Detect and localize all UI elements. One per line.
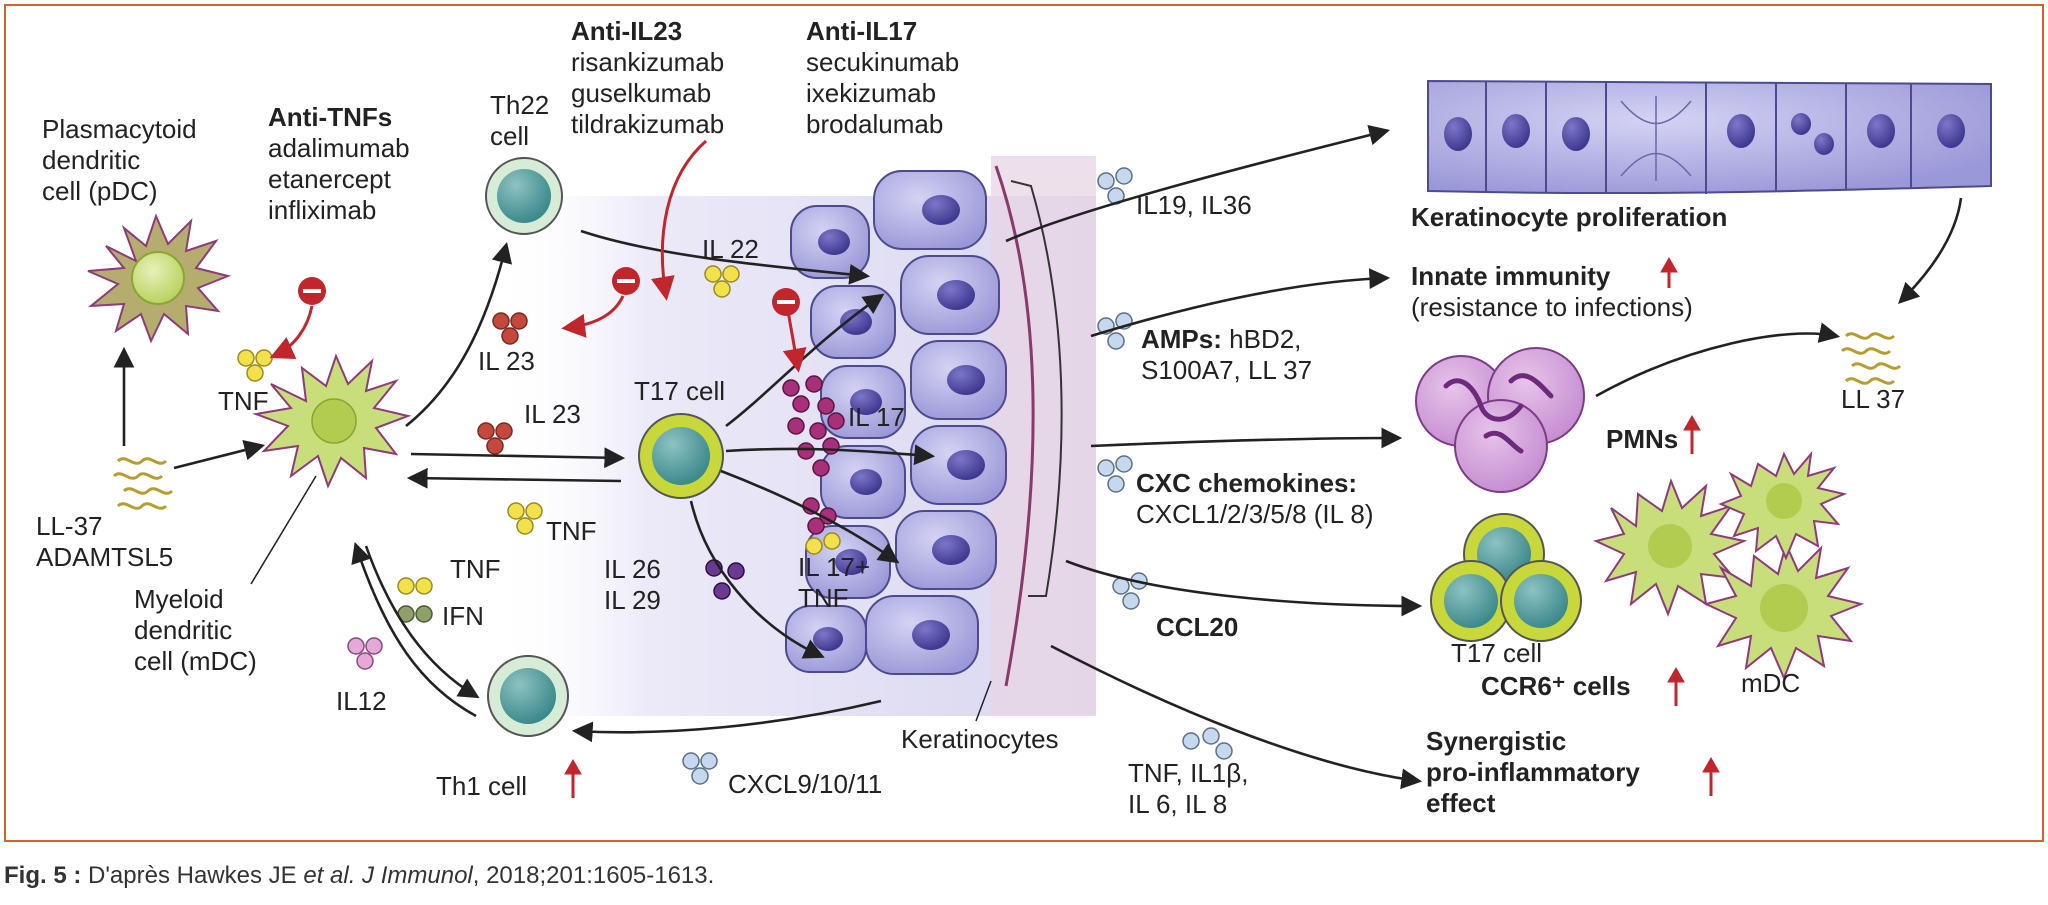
keratinocyte-leader-line xyxy=(975,680,992,722)
th22-cell xyxy=(485,157,563,235)
amps-label: AMPs: hBD2, S100A7, LL 37 xyxy=(1141,324,1313,385)
il12-label: IL12 xyxy=(336,686,387,716)
keratinocyte-proliferation-label: Keratinocyte proliferation xyxy=(1411,202,1728,232)
inhibition-arrows xyxy=(269,139,807,373)
tnf-il-label: TNF, IL1β,IL 6, IL 8 xyxy=(1128,758,1249,819)
t17-cell xyxy=(638,413,724,499)
cxc-chemokines-label: CXC chemokines: CXCL1/2/3/5/8 (IL 8) xyxy=(1136,468,1374,529)
cxcl9-label: CXCL9/10/11 xyxy=(728,769,883,799)
ll37-peptide-icon xyxy=(1840,332,1902,385)
tnf-label: TNF xyxy=(546,516,597,546)
il17-label: IL 17 xyxy=(848,402,905,432)
t17-cell-label: T17 cell xyxy=(634,376,726,406)
th1-cell-label: Th1 cell xyxy=(436,771,528,801)
anti-il23-group: Anti-IL23 risankizumab guselkumab tildra… xyxy=(571,16,725,139)
keratinocyte-sheet xyxy=(1427,79,1992,195)
mdc-leader-line xyxy=(250,475,317,585)
pathway-diagram xyxy=(87,79,1992,798)
il22-label: IL 22 xyxy=(702,234,759,264)
epidermis-surface-region xyxy=(991,156,1096,716)
tnf-label: TNF xyxy=(218,386,269,416)
keratinocyte xyxy=(900,255,1000,335)
ll37-label: LL 37 xyxy=(1841,384,1906,414)
mdc-right-label: mDC xyxy=(1741,668,1801,698)
il17-tnf-label: IL 17+TNF xyxy=(798,552,871,613)
keratinocyte xyxy=(873,170,987,250)
pmn-cells xyxy=(1415,347,1585,493)
t17-cell-right-label: T17 cell xyxy=(1451,638,1543,668)
keratinocyte xyxy=(910,425,1007,505)
pathway-arrows xyxy=(113,124,1963,790)
increase-arrow-icon xyxy=(564,256,1720,798)
il12-dots xyxy=(347,637,383,670)
inhibit-symbol-icon xyxy=(298,277,326,305)
pmns-label: PMNs xyxy=(1606,424,1679,454)
il19-il36-label: IL19, IL36 xyxy=(1136,190,1252,220)
anti-il17-group: Anti-IL17 secukinumab ixekizumab brodalu… xyxy=(806,16,960,139)
keratinocyte xyxy=(865,595,979,675)
keratinocyte xyxy=(810,285,896,359)
mediator-dots xyxy=(682,167,1233,785)
ifn-dots xyxy=(397,605,433,623)
il23-label: IL 23 xyxy=(478,346,535,376)
ccl20-label: CCL20 xyxy=(1156,612,1239,642)
epidermis-edge xyxy=(994,165,1035,687)
tnf-dots xyxy=(237,349,273,382)
il17-dots xyxy=(782,375,845,535)
innate-immunity-label: Innate immunity (resistance to infection… xyxy=(1411,261,1693,322)
keratinocytes-label: Keratinocytes xyxy=(901,724,1059,754)
keratinocyte-bracket xyxy=(1010,180,1063,597)
th1-cell xyxy=(487,655,569,737)
ll37-peptide-icon xyxy=(112,457,174,510)
mdc-cell xyxy=(252,353,412,489)
pdc-cell xyxy=(87,213,232,344)
anti-tnf-group: Anti-TNFs adalimumab etanercept inflixim… xyxy=(268,102,410,225)
keratinocyte xyxy=(820,445,906,519)
ifn-label: IFN xyxy=(442,601,484,631)
il23-label: IL 23 xyxy=(524,399,581,429)
keratinocyte xyxy=(790,205,870,279)
keratinocyte xyxy=(895,510,997,590)
keratinocyte xyxy=(785,605,867,673)
ccr6-cells-label: CCR6⁺ cells xyxy=(1481,671,1631,701)
t17-cells-right xyxy=(1430,513,1582,642)
keratinocyte-layer xyxy=(785,165,1063,687)
il23-dots xyxy=(477,312,528,455)
mdc-cells-right xyxy=(1593,450,1865,681)
figure-caption: Fig. 5 : D'après Hawkes JE et al. J Immu… xyxy=(4,862,715,889)
inhibit-symbol-icon xyxy=(612,267,640,295)
keratinocyte xyxy=(910,340,1007,420)
tnf-dots xyxy=(397,265,841,595)
inhibit-symbol-icon xyxy=(772,288,800,316)
tnf-label: TNF xyxy=(450,554,501,584)
